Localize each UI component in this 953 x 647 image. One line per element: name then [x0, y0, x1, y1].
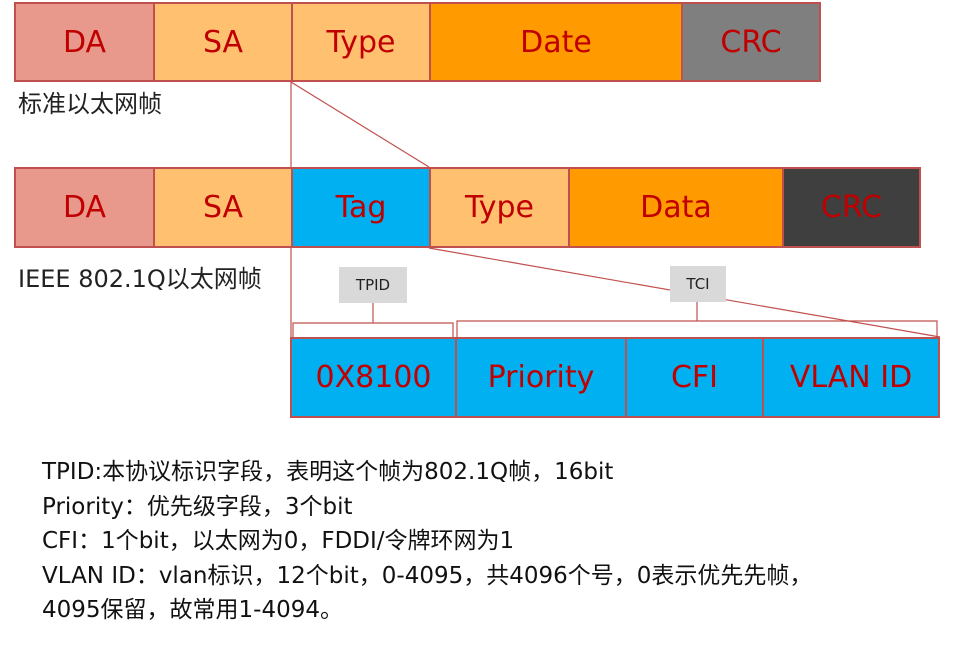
dot1q-field-sa: SA	[153, 167, 293, 248]
dot1q-frame: DA SA Tag Type Data CRC	[14, 167, 921, 248]
tag-field-priority: Priority	[455, 337, 627, 418]
tci-label: TCI	[670, 266, 726, 302]
tag-breakdown: 0X8100 Priority CFI VLAN ID	[290, 337, 940, 418]
note-priority: Priority：优先级字段，3个bit	[42, 493, 353, 520]
note-vlan-id-cont: 4095保留，故常用1-4094。	[42, 597, 343, 623]
dot1q-field-type: Type	[429, 167, 570, 248]
note-tpid: TPID:本协议标识字段，表明这个帧为802.1Q帧，16bit	[42, 459, 614, 485]
dot1q-field-data: Data	[568, 167, 784, 248]
field-notes: TPID:本协议标识字段，表明这个帧为802.1Q帧，16bit Priorit…	[42, 455, 812, 628]
dot1q-field-crc: CRC	[782, 167, 921, 248]
connector-line	[290, 81, 430, 168]
tag-field-cfi: CFI	[625, 337, 764, 418]
tpid-bracket	[292, 322, 454, 337]
tag-field-vlan-id: VLAN ID	[762, 337, 940, 418]
dot1q-field-tag: Tag	[291, 167, 431, 248]
standard-field-data: Date	[429, 2, 683, 82]
standard-frame: DA SA Type Date CRC	[14, 2, 821, 82]
tag-field-tpid: 0X8100	[290, 337, 457, 418]
dot1q-frame-caption: IEEE 802.1Q以太网帧	[18, 265, 262, 293]
dot1q-field-da: DA	[14, 167, 155, 248]
standard-field-type: Type	[291, 2, 431, 82]
note-cfi: CFI：1个bit，以太网为0，FDDI/令牌环网为1	[42, 528, 515, 554]
tci-bracket	[456, 320, 938, 337]
standard-frame-caption: 标准以太网帧	[18, 90, 162, 118]
standard-field-sa: SA	[153, 2, 293, 82]
tpid-label: TPID	[339, 267, 407, 303]
note-vlan-id: VLAN ID：vlan标识，12个bit，0-4095，共4096个号，0表示…	[42, 562, 813, 589]
standard-field-da: DA	[14, 2, 155, 82]
standard-field-crc: CRC	[681, 2, 821, 82]
